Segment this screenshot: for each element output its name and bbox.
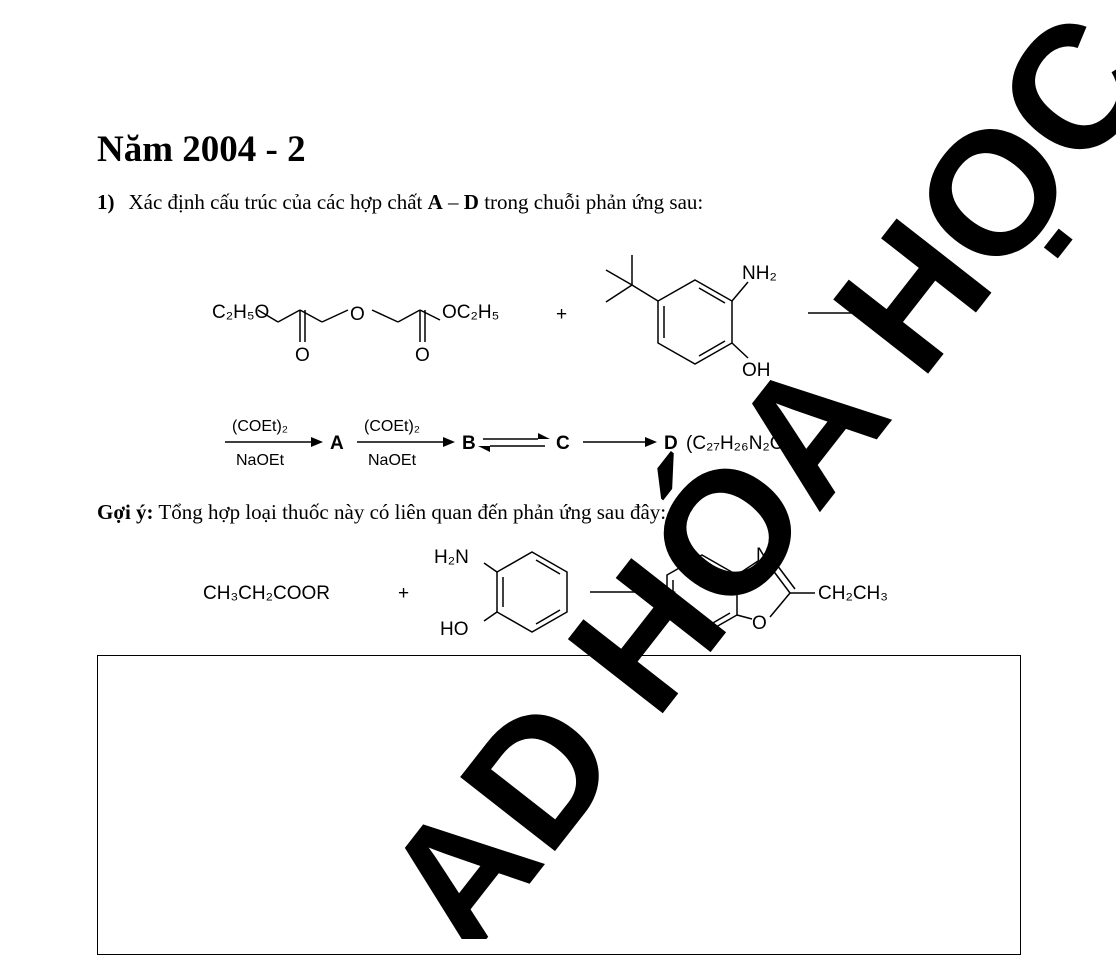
ethyl-substituent: CH₂CH₃ [818,583,888,604]
reagent-2-bottom: NaOEt [368,452,417,469]
question-number: 1) [97,190,115,214]
hydroxyl-label: OH [742,360,771,380]
question-dash: – [442,190,464,214]
ether-oxygen-label: O [350,304,365,325]
compound-a-label: A [427,190,443,214]
compound-d-formula: (C₂₇H₂₆N₂O₅) [686,433,799,454]
question-text-after: trong chuỗi phản ứng sau: [478,190,704,214]
ester-reactant: CH₃CH₂COOR [203,583,330,604]
ring-oxygen: O [752,613,767,634]
compound-a: A [330,433,344,454]
reaction-scheme-3: CH₃CH₂COOR + H₂N HO N O CH₂CH₃ [203,545,888,640]
page-title: Năm 2004 - 2 [97,129,306,170]
question-1: 1) Xác định cấu trúc của các hợp chất A –… [97,190,703,215]
product-a-label: A [886,304,900,325]
amine-label-3: H₂N [434,547,469,568]
reaction-scheme-1: C₂H₅O O OC₂H₅ O O + NH₂ OH A [212,255,900,380]
hydroxyl-label-3: HO [440,619,469,640]
reagent-1-top: (COEt)₂ [232,418,288,435]
reaction-scheme-2: (COEt)₂ NaOEt A (COEt)₂ NaOEt B C D (C₂₇… [225,418,799,469]
reagent-2-top: (COEt)₂ [364,418,420,435]
hint: Gợi ý: Tổng hợp loại thuốc này có liên q… [97,500,666,525]
hint-text: Tổng hợp loại thuốc này có liên quan đến… [153,500,667,524]
plus-sign-3: + [398,583,409,604]
compound-c: C [556,433,570,454]
plus-sign: + [556,304,567,325]
carbonyl-o-left: O [295,345,310,366]
ring-nitrogen: N [756,545,770,566]
question-text-before: Xác định cấu trúc của các hợp chất [128,190,428,214]
compound-d-label: D [463,190,479,214]
compound-b: B [462,433,476,454]
compound-d: D [664,433,678,454]
ester-right-label: OC₂H₅ [442,302,499,323]
carbonyl-o-right: O [415,345,430,366]
reagent-1-bottom: NaOEt [236,452,285,469]
amine-label: NH₂ [742,263,777,284]
answer-box [97,655,1021,955]
hint-label: Gợi ý: [97,500,154,524]
ester-left-label: C₂H₅O [212,302,269,323]
